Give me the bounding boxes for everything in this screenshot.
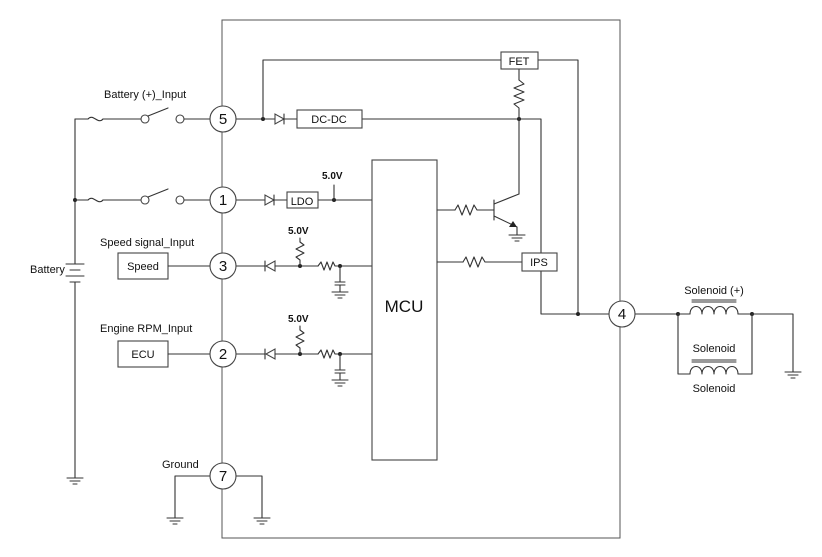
speed-conditioning <box>235 237 373 299</box>
pin-7: 7 <box>209 462 237 490</box>
ldo-path <box>235 184 373 206</box>
resistor-icon <box>295 329 305 355</box>
dcdc-label: DC-DC <box>311 114 346 126</box>
ldo-voltage-label: 5.0V <box>322 171 343 182</box>
transistor-icon <box>493 193 520 228</box>
pin-4-number: 4 <box>618 306 626 323</box>
fuse-icon <box>87 197 104 203</box>
pin-1-number: 1 <box>219 192 227 209</box>
ground-wiring <box>166 475 271 525</box>
mcu-label: MCU <box>385 297 424 316</box>
solenoid-mid-label: Solenoid <box>693 343 736 355</box>
pin-4: 4 <box>608 300 636 328</box>
resistor-icon <box>513 79 525 195</box>
mcu-block <box>371 159 438 461</box>
ips-drive <box>436 256 610 316</box>
fet-label: FET <box>509 56 530 68</box>
dcdc-box <box>296 109 363 129</box>
resistor-icon <box>295 241 305 267</box>
battery-input-label: Battery (+)_Input <box>104 89 186 101</box>
pin-1: 1 <box>209 186 237 214</box>
ground-icon <box>784 371 802 379</box>
diode-icon <box>274 113 286 125</box>
coil-icon <box>689 365 739 375</box>
ground-icon <box>253 517 271 525</box>
ecu-box-label: ECU <box>131 349 154 361</box>
pin-3: 3 <box>209 252 237 280</box>
rpm-conditioning <box>235 325 373 387</box>
rpm-voltage-label: 5.0V <box>288 314 309 325</box>
pin-5: 5 <box>209 105 237 133</box>
resistor-icon <box>317 349 373 359</box>
fuse-icon <box>87 116 104 122</box>
battery-symbol <box>65 118 85 485</box>
ips-label: IPS <box>530 257 548 269</box>
battery-input-line <box>74 107 211 124</box>
ground-label: Ground <box>162 459 199 471</box>
ground-icon <box>331 291 349 299</box>
battery-label: Battery <box>30 264 65 276</box>
solenoid-plus-label: Solenoid (+) <box>684 285 744 297</box>
pin-3-number: 3 <box>219 258 227 275</box>
speed-voltage-label: 5.0V <box>288 226 309 237</box>
transistor-drive <box>436 193 526 242</box>
switch-icon <box>140 114 150 124</box>
pin-2: 2 <box>209 340 237 368</box>
ground-icon <box>166 517 184 525</box>
switch-icon <box>140 195 150 205</box>
diode-icon <box>264 348 276 360</box>
resistor-icon <box>454 204 495 216</box>
ldo-box <box>286 191 319 209</box>
rpm-input-label: Engine RPM_Input <box>100 323 192 335</box>
ground-icon <box>508 234 526 242</box>
fet-box <box>500 51 539 70</box>
diode-icon <box>264 260 276 272</box>
ecu-box <box>117 340 169 368</box>
power-path <box>235 59 579 315</box>
speed-input-label: Speed signal_Input <box>100 237 194 249</box>
ground-icon <box>331 379 349 387</box>
resistor-icon <box>317 261 373 271</box>
coil-icon <box>689 305 739 315</box>
solenoid-network <box>634 299 802 379</box>
pin-5-number: 5 <box>219 111 227 128</box>
resistor-icon <box>462 256 523 268</box>
pin-2-number: 2 <box>219 346 227 363</box>
speed-box-label: Speed <box>127 261 159 273</box>
solenoid-bottom-label: Solenoid <box>693 383 736 395</box>
ground-icon <box>66 477 84 485</box>
ignition-input-line <box>73 188 211 205</box>
ips-box <box>521 252 558 272</box>
ldo-label: LDO <box>291 196 314 208</box>
diode-icon <box>264 194 276 206</box>
pin-7-number: 7 <box>219 468 227 485</box>
